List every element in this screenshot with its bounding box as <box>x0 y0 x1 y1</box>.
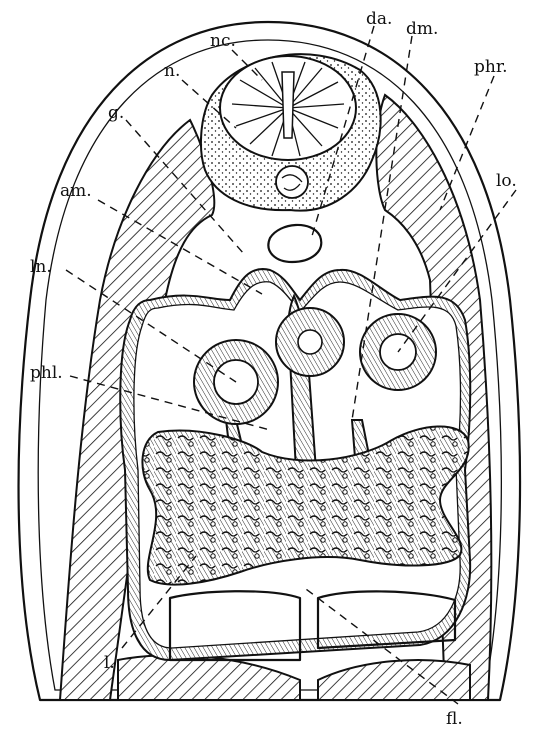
label-am: am. <box>60 181 92 201</box>
label-l: l. <box>104 653 115 673</box>
label-ln: ln. <box>30 257 52 277</box>
label-n: n. <box>164 61 180 81</box>
ventral-muscle-right <box>318 660 470 700</box>
label-dm: dm. <box>406 19 438 39</box>
notochord <box>276 166 308 198</box>
central-organ <box>276 308 344 376</box>
ventral-muscle-left <box>118 655 300 700</box>
label-phr: phr. <box>474 57 508 77</box>
nerve-cord-canal <box>282 72 294 138</box>
label-da: da. <box>366 9 392 29</box>
label-g: g. <box>108 103 124 123</box>
label-phl: phl. <box>30 363 63 383</box>
label-fl: fl. <box>446 709 463 729</box>
label-lo: lo. <box>496 171 517 191</box>
label-nc: nc. <box>210 31 236 51</box>
